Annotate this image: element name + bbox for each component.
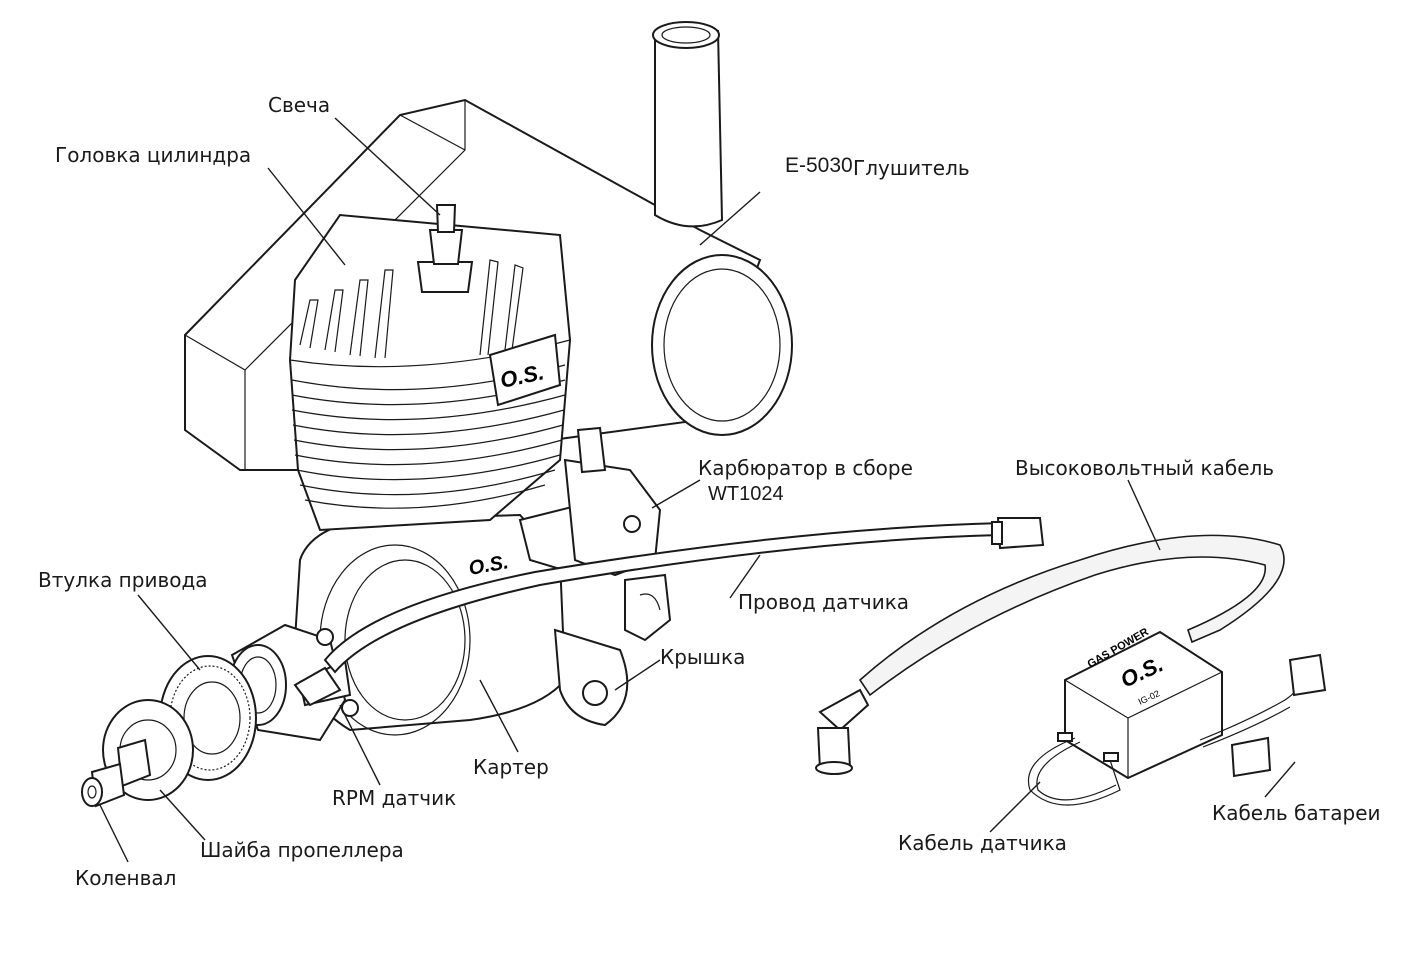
ignition-module: GAS POWER O.S. IG-02 [815,534,1327,806]
label-muffler-model: E-5030 [785,154,853,177]
label-crankcase: Картер [473,755,549,779]
label-sensor-wire: Провод датчика [738,590,910,614]
label-carburetor: Карбюратор в сборе [698,456,913,480]
rpm-sensor [293,628,359,717]
label-rpm-sensor: RPM датчик [332,786,457,810]
label-cover: Крышка [660,645,746,669]
leader-lines [99,117,1296,863]
label-battery-cable: Кабель батареи [1212,801,1381,825]
sensor-wire [323,517,1045,674]
crankshaft [81,738,152,808]
cylinder: O.S. [288,213,572,532]
label-spark-plug: Свеча [268,93,331,117]
carburetor [563,426,672,642]
label-muffler: Глушитель [853,156,970,180]
spark-plug [416,204,474,293]
label-carburetor-model: WT1024 [708,483,784,505]
label-hv-cable: Высоковольтный кабель [1015,456,1275,480]
label-cylinder-head: Головка цилиндра [55,143,252,167]
label-crankshaft: Коленвал [75,866,177,890]
label-sensor-cable: Кабель датчика [898,831,1067,855]
label-drive-hub: Втулка привода [38,568,208,592]
label-prop-washer: Шайба пропеллера [200,838,404,862]
